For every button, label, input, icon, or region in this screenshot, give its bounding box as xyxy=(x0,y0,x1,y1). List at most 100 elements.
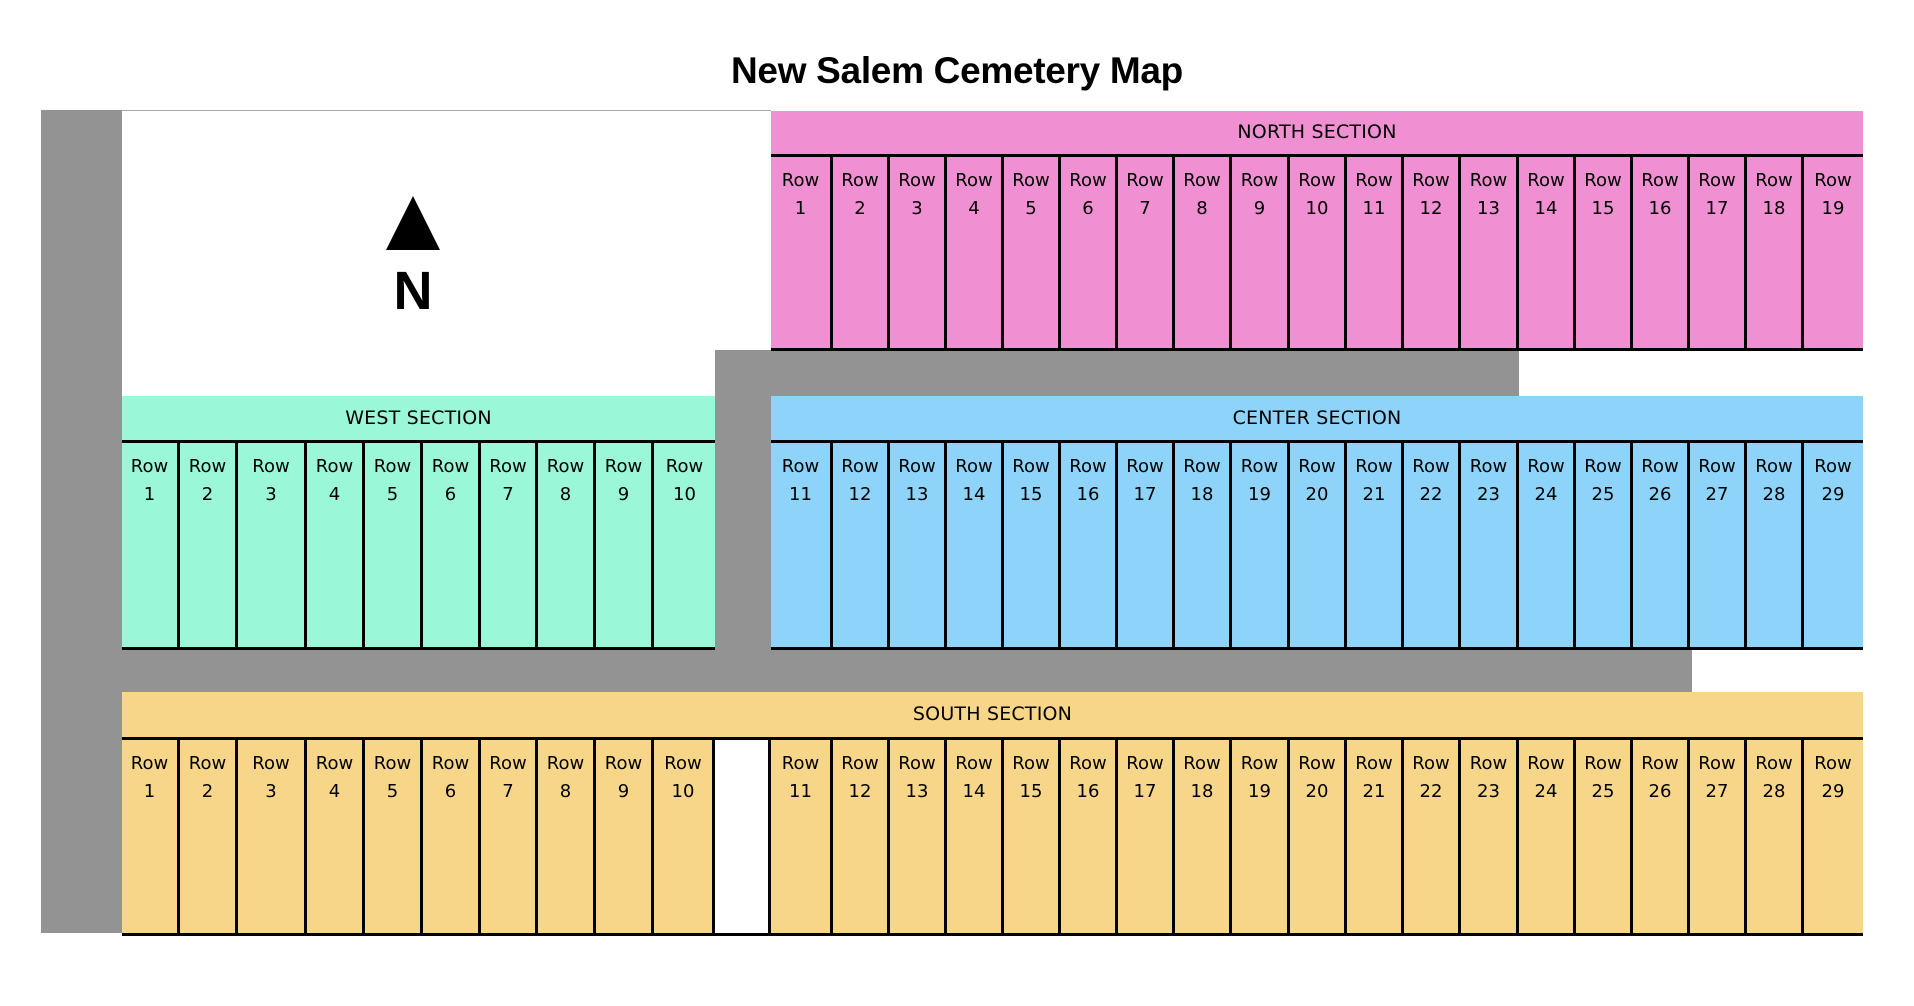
row-word: Row xyxy=(1469,170,1508,191)
row-word: Row xyxy=(1755,170,1793,191)
row-number: 18 xyxy=(1190,781,1214,802)
row-word: Row xyxy=(1412,456,1450,477)
row-number: 5 xyxy=(386,484,399,505)
row-word: Row xyxy=(1698,170,1736,191)
row-number: 29 xyxy=(1821,781,1845,802)
map-top-border xyxy=(41,110,771,111)
row-word: Row xyxy=(781,753,820,774)
row-number: 1 xyxy=(794,198,807,219)
row-word: Row xyxy=(955,456,993,477)
compass: N xyxy=(380,196,446,318)
row-word: Row xyxy=(1469,456,1508,477)
row-number: 22 xyxy=(1419,781,1443,802)
west-section-header: WEST SECTION xyxy=(345,407,492,429)
central-vertical-road xyxy=(715,350,771,647)
row-number: 20 xyxy=(1305,781,1329,802)
row-word: Row xyxy=(252,753,290,774)
row-word: Row xyxy=(1698,456,1736,477)
